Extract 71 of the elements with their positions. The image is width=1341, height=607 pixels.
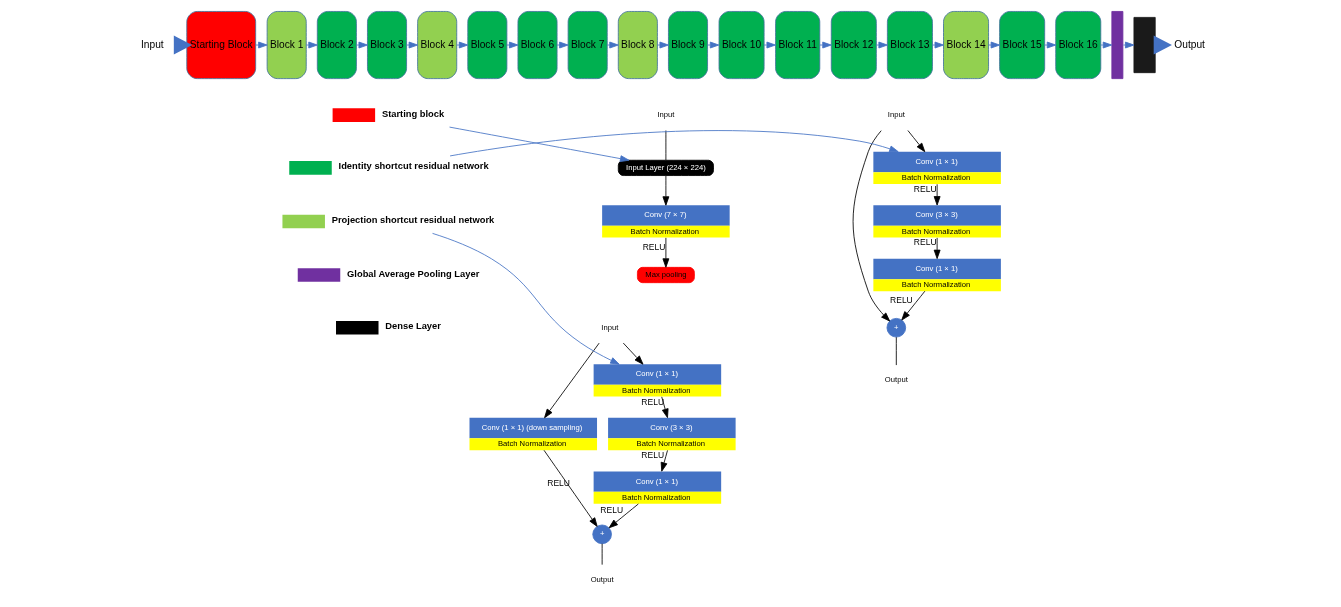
node-box: Block 9 — [667, 11, 708, 80]
node-text: Input — [887, 110, 905, 120]
edge-label: RELU — [640, 396, 664, 407]
arrow — [448, 126, 629, 163]
arrow — [506, 41, 518, 49]
node-text: Input — [140, 38, 164, 50]
node-box — [332, 108, 375, 122]
arrow — [405, 41, 418, 49]
node-label: Identity shortcut residual network — [338, 161, 489, 172]
legend-label: Dense Layer — [384, 321, 441, 332]
arrow — [543, 449, 598, 527]
arrow — [606, 41, 619, 49]
node-circle: + — [591, 524, 612, 545]
arrow — [818, 41, 832, 49]
node-box: Block 4 — [416, 11, 457, 80]
arrow — [906, 130, 925, 153]
arrow — [1122, 41, 1134, 49]
edge-label: RELU — [913, 237, 937, 248]
arrow — [662, 237, 669, 268]
arrow — [660, 396, 669, 419]
edge-label: RELU — [913, 183, 937, 194]
node-box: Block 5 — [466, 11, 507, 80]
edge-label: RELU — [546, 477, 570, 488]
arrow — [933, 237, 941, 260]
connector — [664, 130, 666, 161]
node-text: Output — [884, 375, 908, 385]
arrow — [660, 450, 668, 472]
connector — [895, 336, 897, 366]
arrow — [449, 130, 899, 157]
node-text: Input — [600, 322, 618, 332]
node-circle: + — [886, 317, 906, 338]
arrow — [987, 41, 1000, 49]
arrow — [543, 342, 600, 419]
node-box: Input Layer (224 × 224) — [617, 159, 714, 176]
arrow — [1043, 41, 1056, 49]
arrow — [933, 183, 941, 206]
arrow — [662, 175, 669, 206]
edge-label: RELU — [599, 505, 623, 516]
arrow — [656, 41, 669, 49]
arrow — [763, 41, 776, 49]
node-box: Block 11 — [774, 11, 820, 80]
node-label: Starting block — [381, 108, 444, 119]
arrow — [455, 41, 468, 49]
arrow — [431, 232, 620, 365]
node-box: Block 15 — [998, 11, 1045, 80]
arrow — [355, 41, 368, 49]
legend-label: Global Average Pooling Layer — [346, 268, 479, 279]
edge-label: RELU — [640, 450, 664, 461]
arrow — [1099, 41, 1112, 49]
arrow — [875, 41, 888, 49]
edge-label: RELU — [642, 242, 665, 253]
node-box — [281, 214, 325, 229]
node-text: Output — [590, 575, 614, 585]
edge-label: RELU — [889, 295, 913, 306]
arrow — [305, 41, 318, 49]
arrow — [608, 503, 639, 529]
node-box: Max pooling — [636, 266, 695, 284]
arrow — [254, 41, 268, 49]
node-label: Projection shortcut residual network — [331, 214, 494, 225]
arrow — [900, 290, 925, 321]
node-text: Output — [1173, 38, 1205, 50]
arrow — [622, 342, 643, 365]
arrow — [556, 41, 569, 49]
node-box — [288, 161, 332, 175]
node-bar — [1110, 11, 1123, 80]
node-box: Starting Block — [185, 11, 256, 80]
arrow — [931, 41, 944, 49]
arrow — [706, 41, 719, 49]
node-text: Input — [656, 110, 674, 120]
arrow — [852, 130, 890, 322]
node-box: Block 6 — [517, 11, 557, 80]
